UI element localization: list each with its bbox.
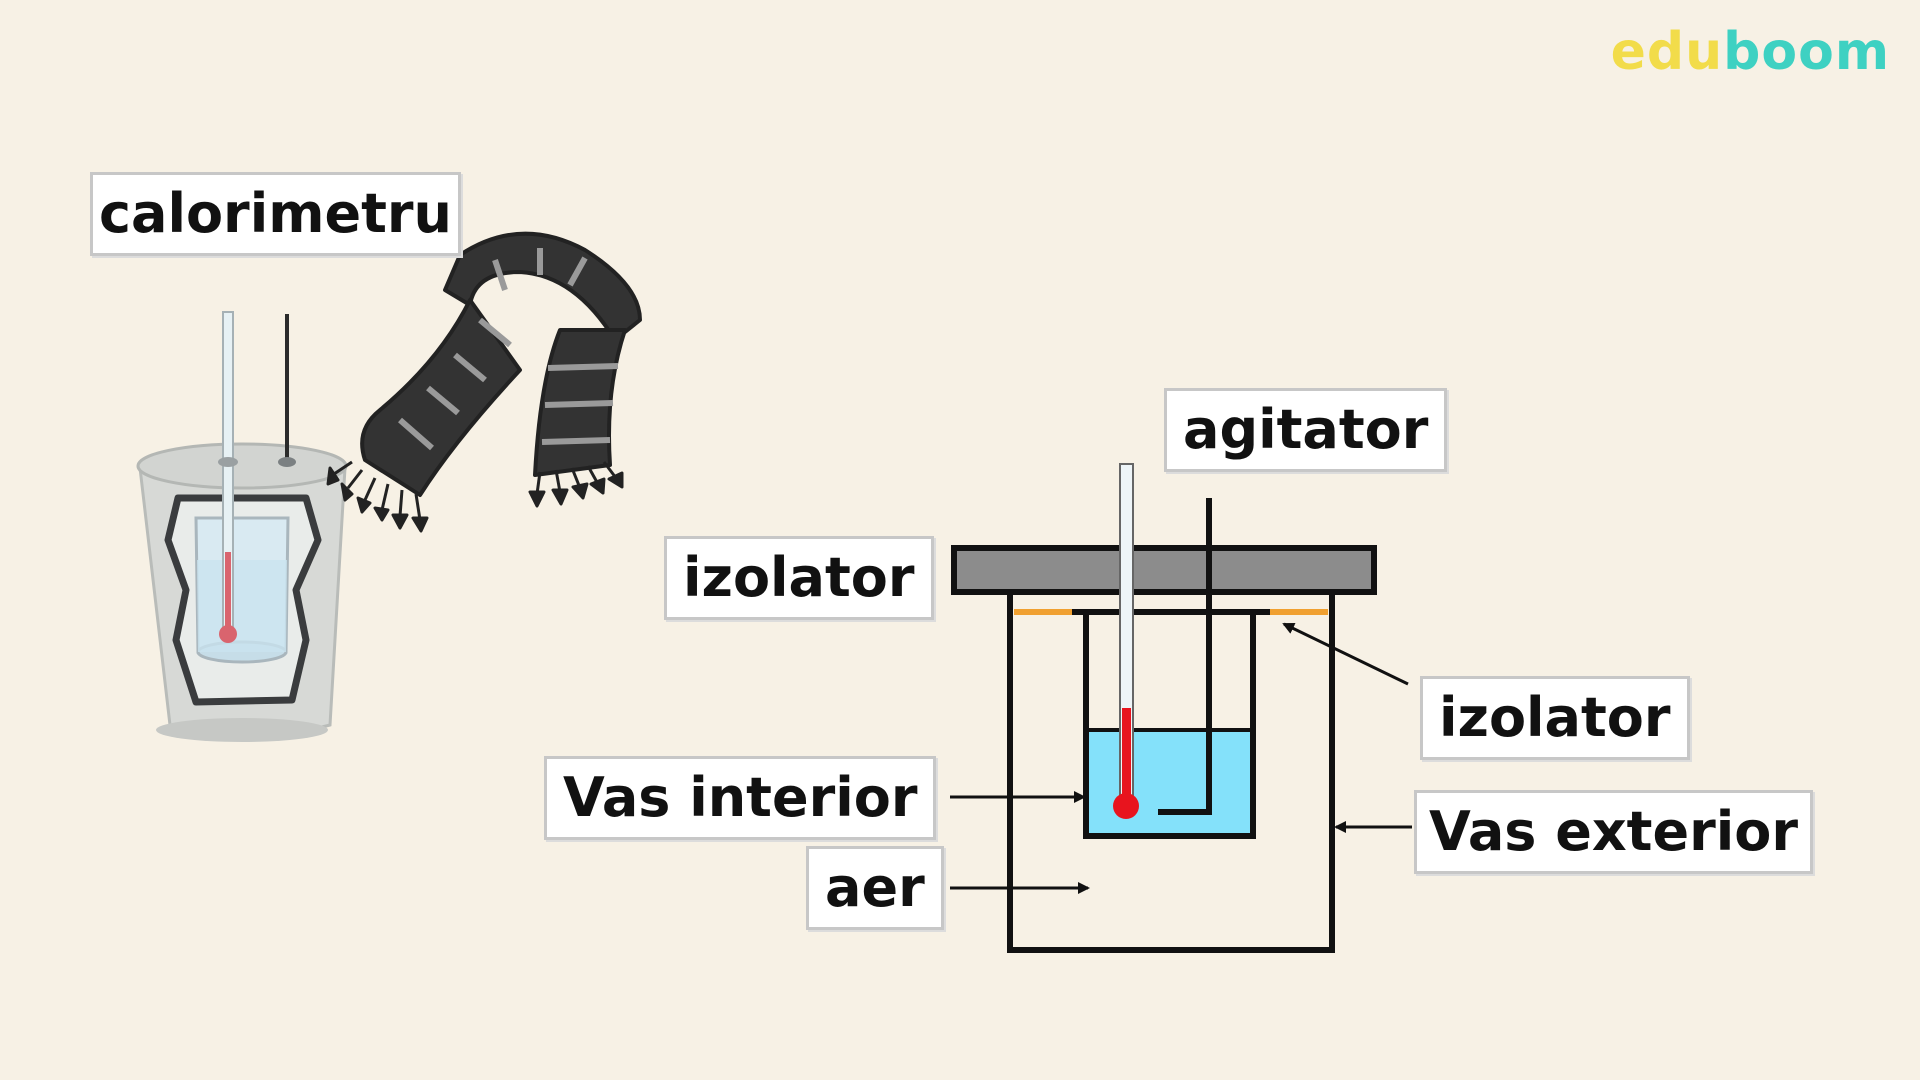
- calorimeter-label: calorimetru: [90, 172, 461, 256]
- stirrer-shape: [1158, 498, 1212, 815]
- logo-boom-text: boom: [1723, 22, 1890, 82]
- inner-vessel-label: Vas interior: [544, 756, 937, 840]
- outer-vessel-label: Vas exterior: [1414, 790, 1813, 874]
- calorimeter-cup-icon: [136, 311, 348, 742]
- lid-insulator-shape: [951, 545, 1377, 595]
- insulator-right-label: izolator: [1420, 676, 1690, 760]
- air-label: aer: [806, 846, 944, 930]
- logo-edu-text: edu: [1610, 22, 1724, 82]
- calorimeter-schematic: [950, 463, 1412, 953]
- arrow-insulator-right: [1282, 622, 1409, 686]
- scarf-icon: [326, 231, 642, 533]
- eduboom-logo: eduboom: [1611, 22, 1890, 82]
- stirrer-label: agitator: [1164, 388, 1448, 472]
- water-shape: [1086, 730, 1253, 836]
- insulator-top-label: izolator: [664, 536, 934, 620]
- inner-vessel-shape: [1083, 612, 1256, 839]
